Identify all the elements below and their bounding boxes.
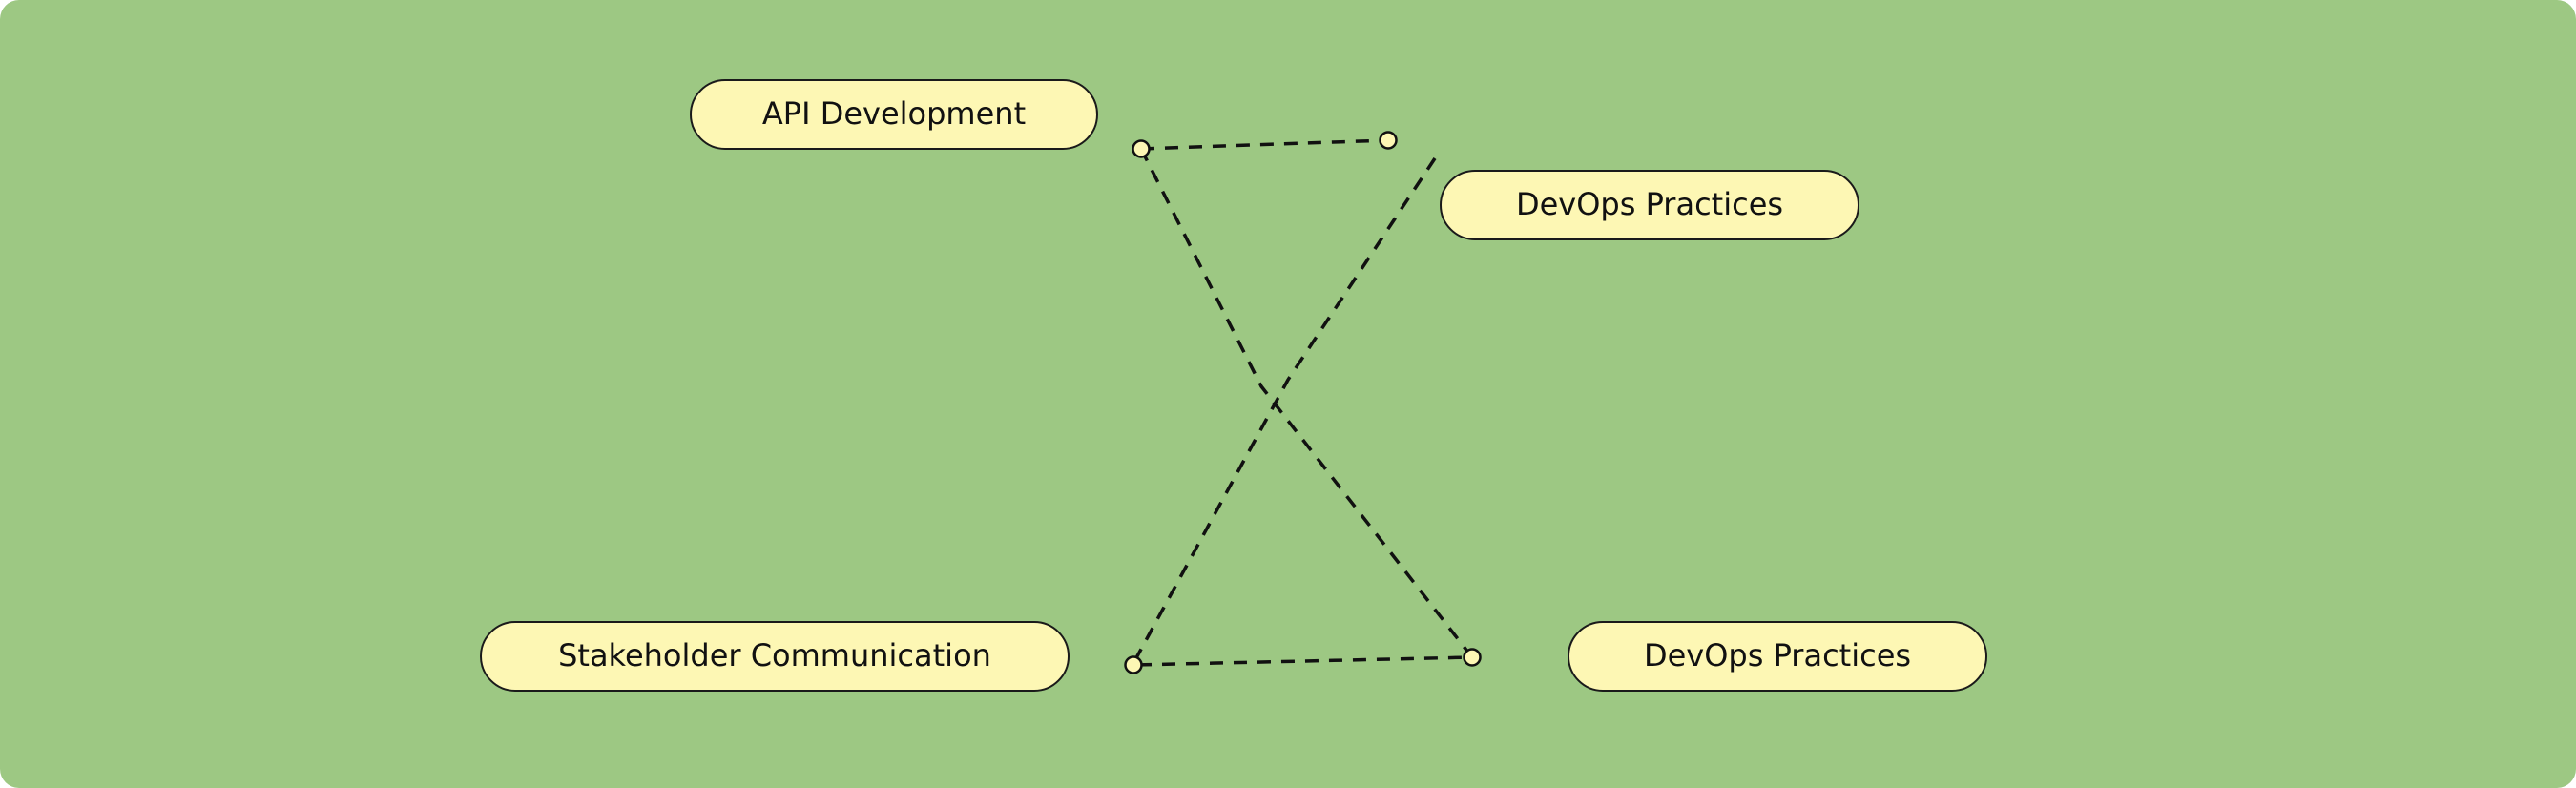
- connector-endpoint-api: [1132, 139, 1151, 158]
- node-devops-practices-bottom[interactable]: DevOps Practices: [1568, 621, 1987, 692]
- connector-api-to-devops-bottom: [1132, 138, 1476, 667]
- connector-endpoint-stakeholder: [1124, 655, 1143, 674]
- connector-endpoint-devops-bottom: [1463, 648, 1482, 667]
- node-devops-practices-top[interactable]: DevOps Practices: [1440, 170, 1859, 240]
- node-stakeholder-communication[interactable]: Stakeholder Communication: [480, 621, 1070, 692]
- connector-devops-top-to-stakeholder: [1131, 157, 1437, 666]
- connector-endpoint-devops-top: [1379, 131, 1398, 150]
- node-api-development[interactable]: API Development: [690, 79, 1098, 150]
